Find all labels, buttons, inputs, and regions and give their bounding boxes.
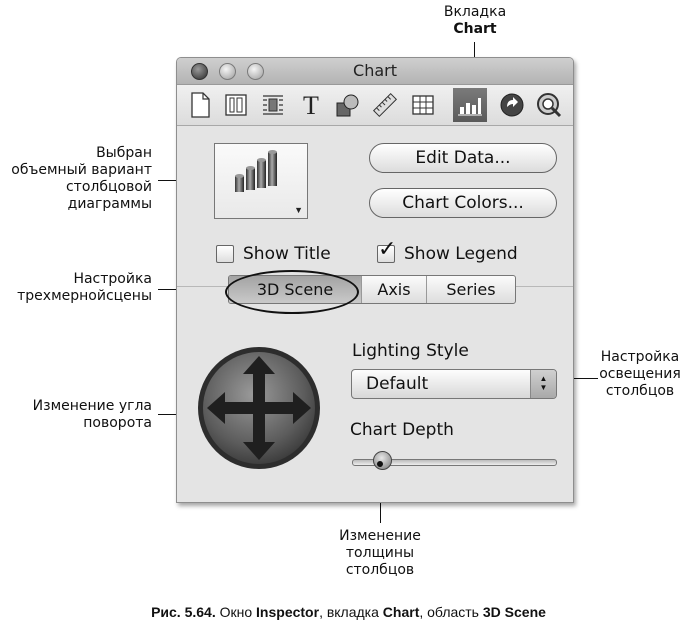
metrics-icon[interactable] <box>368 88 402 122</box>
caption-bold: 3D Scene <box>482 604 546 620</box>
window-title: Chart <box>353 61 397 80</box>
checkbox-label: Show Title <box>243 244 331 264</box>
highlight-ellipse <box>225 270 359 314</box>
caption-bold: Inspector <box>256 604 320 620</box>
dropdown-arrow-icon: ▼ <box>294 205 303 215</box>
show-legend-checkbox[interactable]: ✓ Show Legend <box>377 237 518 264</box>
inspector-toolbar: T <box>177 85 573 126</box>
callout-3d-scene: Настройка трехмернойсцены <box>2 271 152 305</box>
caption-figure-number: Рис. 5.64. <box>151 604 216 620</box>
checkmark-icon: ✓ <box>378 237 397 262</box>
layout-icon[interactable] <box>219 88 253 122</box>
callout-text: столбцовой <box>65 179 152 195</box>
callout-text: Настройка <box>73 271 152 287</box>
callout-text: поворота <box>83 415 152 431</box>
leader-dot <box>377 461 383 467</box>
leader-line <box>562 378 598 379</box>
table-icon[interactable] <box>406 88 440 122</box>
zoom-button[interactable] <box>247 63 264 80</box>
callout-rotation: Изменение угла поворота <box>2 398 152 432</box>
caption-text: , вкладка <box>319 604 383 620</box>
select-value: Default <box>366 374 429 394</box>
move-arrows-icon <box>207 356 311 460</box>
caption-bold: Chart <box>382 604 420 620</box>
callout-text: Настройка <box>600 349 680 365</box>
callout-text: столбцов <box>345 562 415 578</box>
callout-text: Вкладка <box>443 4 507 20</box>
graphic-icon[interactable] <box>331 88 365 122</box>
callout-lighting: Настройка освещения столбцов <box>585 349 695 400</box>
show-title-checkbox[interactable]: Show Title <box>216 244 331 264</box>
wrap-icon[interactable] <box>256 88 290 122</box>
callout-text: диаграммы <box>67 196 152 212</box>
callout-thickness: Изменение толщины столбцов <box>320 528 440 579</box>
chart-colors-button[interactable]: Chart Colors... <box>369 188 557 218</box>
tab-series[interactable]: Series <box>446 280 496 299</box>
callout-text: столбцов <box>605 383 675 399</box>
text-icon[interactable]: T <box>294 88 328 122</box>
inspector-window: Chart T <box>176 57 574 503</box>
callout-text: освещения <box>599 366 681 382</box>
svg-text:T: T <box>303 91 319 119</box>
close-button[interactable] <box>191 63 208 80</box>
quicktime-icon[interactable] <box>532 88 566 122</box>
minimize-button[interactable] <box>219 63 236 80</box>
callout-text: Изменение угла <box>32 398 152 414</box>
callout-3d-variant: Выбран объемный вариант столбцовой диагр… <box>2 145 152 213</box>
checkbox-label: Show Legend <box>404 244 518 264</box>
chart-icon[interactable] <box>453 88 487 122</box>
chart-depth-slider-track[interactable] <box>352 459 557 466</box>
callout-text: толщины <box>345 545 415 561</box>
inspector-content: ▼ Edit Data... Chart Colors... Show Titl… <box>177 126 573 502</box>
tab-axis[interactable]: Axis <box>362 276 427 303</box>
callout-text-bold: Chart <box>453 21 497 37</box>
callout-text: объемный вариант <box>11 162 152 178</box>
chart-type-selector[interactable]: ▼ <box>214 143 308 219</box>
callout-text: трехмернойсцены <box>17 288 152 304</box>
rotation-control[interactable] <box>195 344 323 472</box>
lighting-style-select[interactable]: Default ▲▼ <box>351 369 557 399</box>
link-icon[interactable] <box>495 88 529 122</box>
edit-data-button[interactable]: Edit Data... <box>369 143 557 173</box>
callout-text: Изменение <box>339 528 421 544</box>
callout-text: Выбран <box>96 145 152 161</box>
checkbox-box[interactable]: ✓ <box>377 237 396 263</box>
3d-bar-chart-icon <box>235 150 277 192</box>
chart-depth-slider-knob[interactable] <box>373 451 392 470</box>
checkbox-box[interactable] <box>216 245 234 263</box>
caption-text: Окно <box>215 604 257 620</box>
updown-arrows-icon: ▲▼ <box>530 370 556 398</box>
chart-depth-label: Chart Depth <box>350 420 454 440</box>
title-bar[interactable]: Chart <box>177 58 573 85</box>
figure-caption: Рис. 5.64. Окно Inspector, вкладка Chart… <box>0 604 697 620</box>
callout-chart-tab: Вкладка Chart <box>425 4 525 38</box>
caption-text: , область <box>419 604 483 620</box>
lighting-style-label: Lighting Style <box>352 341 469 361</box>
document-icon[interactable] <box>183 88 217 122</box>
